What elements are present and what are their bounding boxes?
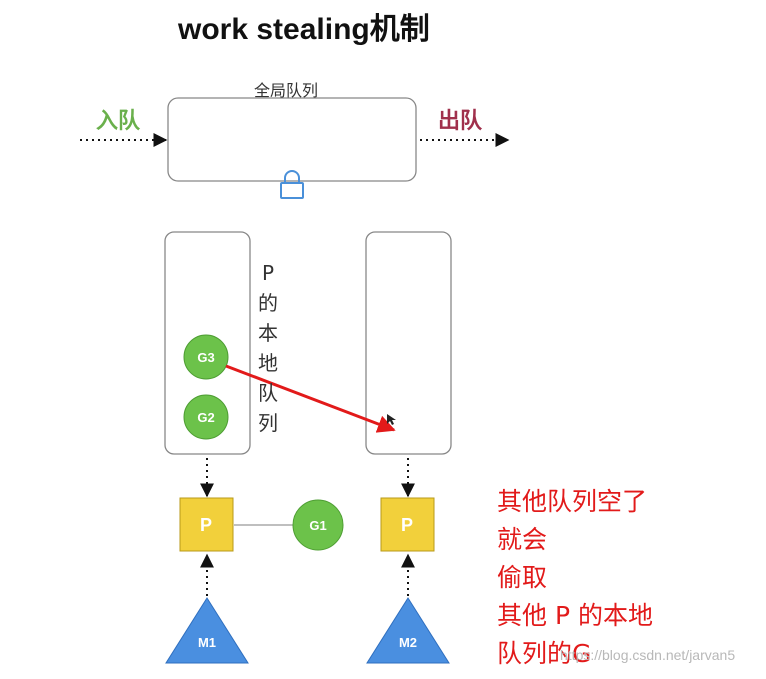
goroutine-g2 bbox=[183, 394, 229, 440]
machine-m1-label: M1 bbox=[198, 635, 216, 650]
dequeue-label: 出队 bbox=[438, 109, 483, 134]
machine-m1 bbox=[165, 597, 249, 664]
goroutine-g1-label: G1 bbox=[309, 518, 326, 533]
local-queue-box-2 bbox=[365, 231, 452, 455]
lock-icon bbox=[280, 170, 304, 199]
processor-p2 bbox=[380, 497, 435, 552]
diagram-title: work stealing机制 bbox=[178, 13, 430, 46]
cursor-icon bbox=[387, 414, 396, 425]
machine-m2-label: M2 bbox=[399, 635, 417, 650]
goroutine-g1 bbox=[292, 499, 344, 551]
processor-p1-label: P bbox=[200, 515, 212, 535]
processor-p2-label: P bbox=[401, 515, 413, 535]
watermark: https://blog.csdn.net/jarvan5 bbox=[560, 647, 736, 663]
steal-note: 其他队列空了 就会 偷取 其他 P 的本地 队列的G bbox=[497, 487, 653, 668]
goroutine-g3-label: G3 bbox=[197, 350, 214, 365]
local-queue-label: P的本地队列 bbox=[258, 261, 278, 435]
enqueue-label: 入队 bbox=[96, 109, 141, 134]
goroutine-g3 bbox=[183, 334, 229, 380]
machine-m2 bbox=[366, 597, 450, 664]
processor-p1 bbox=[179, 497, 234, 552]
global-queue-label: 全局队列 bbox=[254, 81, 319, 100]
steal-arrow bbox=[225, 364, 396, 433]
goroutine-g2-label: G2 bbox=[197, 410, 214, 425]
global-queue-box bbox=[167, 97, 417, 182]
